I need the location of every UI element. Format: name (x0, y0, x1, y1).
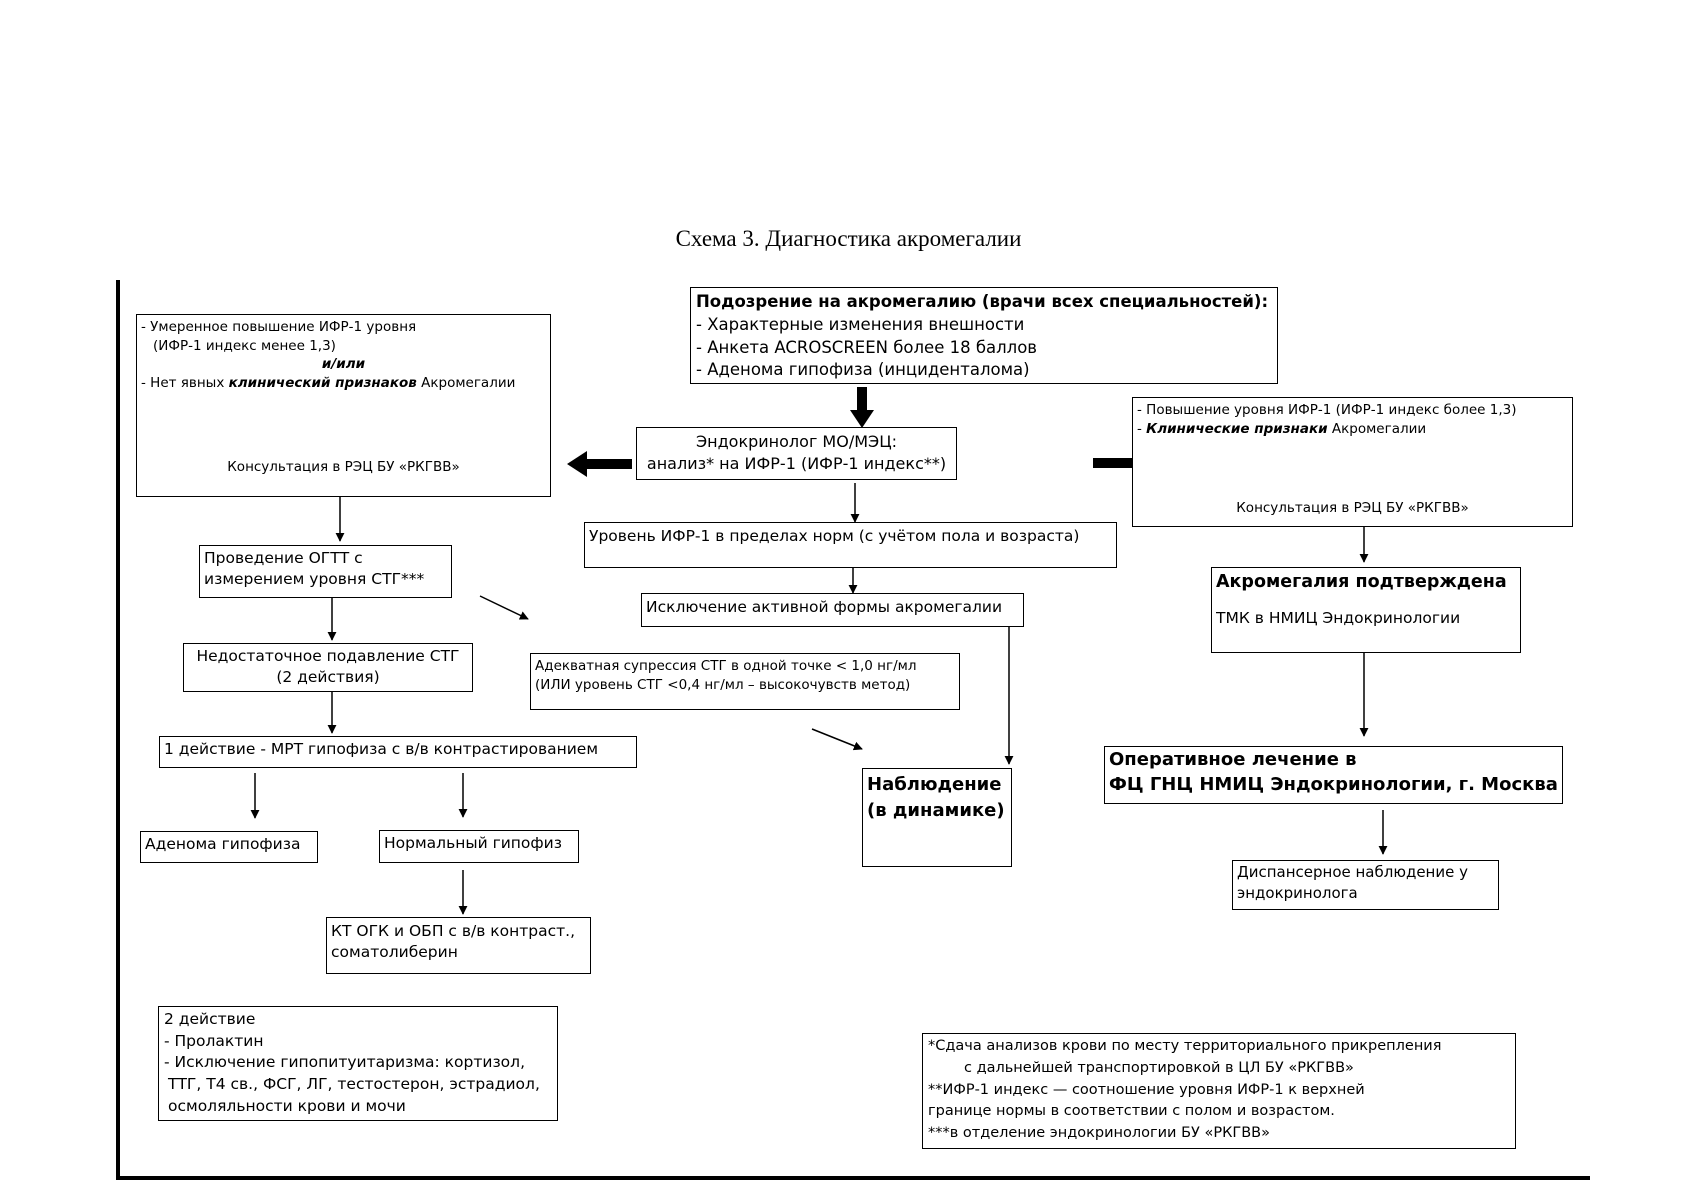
insufficient-line1: Недостаточное подавление СТГ (196, 647, 460, 665)
ct-line2: соматолиберин (331, 943, 458, 962)
adequate-suppression-box: Адекватная супрессия СТГ в одной точке <… (530, 653, 960, 710)
normal-igf-box: Уровень ИФР-1 в пределах норм (с учётом … (584, 522, 1117, 568)
normal-pituitary-text: Нормальный гипофиз (384, 834, 562, 852)
arrow-adequate-to-observation (811, 728, 863, 751)
adenoma-box: Аденома гипофиза (140, 831, 318, 863)
elevated-line2-suffix: Акромегалии (1327, 420, 1427, 437)
exclusion-text: Исключение активной формы акромегалии (646, 598, 1003, 616)
adequate-line1: Адекватная супрессия СТГ в одной точке <… (535, 658, 917, 674)
action2-header: 2 действие (164, 1010, 256, 1028)
action2-box: 2 действие - Пролактин - Исключение гипо… (158, 1006, 558, 1121)
moderate-line4-suffix: Акромегалии (416, 374, 516, 391)
elevated-line2-italic: Клинические признаки (1146, 420, 1328, 437)
suspicion-item: - Анкета ACROSCREEN более 18 баллов (696, 337, 1038, 357)
observation-line1: Наблюдение (867, 774, 1002, 795)
elevated-line2-prefix: - (1137, 420, 1147, 437)
moderate-line1: - Умеренное повышение ИФР-1 уровня (141, 319, 417, 335)
surgery-line2: ФЦ ГНЦ НМИЦ Эндокринологии, г. Москва (1109, 773, 1558, 795)
arrow-suspicion-to-endocrinologist (850, 387, 874, 428)
surgery-box: Оперативное лечение в ФЦ ГНЦ НМИЦ Эндокр… (1104, 746, 1563, 804)
ct-box: КТ ОГК и ОБП с в/в контраст., соматолибе… (326, 917, 591, 974)
dispensary-line2: эндокринолога (1237, 883, 1358, 902)
arrow-endocrinologist-to-left (567, 451, 632, 477)
suspicion-box: Подозрение на акромегалию (врачи всех сп… (690, 287, 1278, 384)
elevated-line2: - Клинические признаки Акромегалии (1137, 420, 1568, 439)
action1-text: 1 действие - МРТ гипофиза с в/в контраст… (164, 740, 599, 758)
normal-igf-text: Уровень ИФР-1 в пределах норм (с учётом … (589, 527, 1080, 545)
endocrinologist-box: Эндокринолог МО/МЭЦ: анализ* на ИФР-1 (И… (636, 427, 957, 480)
suspicion-item: - Характерные изменения внешности (696, 314, 1025, 334)
elevated-consult: Консультация в РЭЦ БУ «РКГВВ» (1236, 500, 1469, 516)
endocrinologist-line2: анализ* на ИФР-1 (ИФР-1 индекс**) (646, 454, 947, 474)
ogtt-line2: измерением уровня СТГ*** (204, 570, 425, 589)
action2-item: - Пролактин (164, 1031, 264, 1050)
moderate-line4-prefix: - Нет явных (141, 374, 229, 391)
dispensary-line1: Диспансерное наблюдение у (1237, 863, 1468, 881)
insufficient-suppression-box: Недостаточное подавление СТГ (2 действия… (183, 643, 473, 692)
footnote-1: *Сдача анализов крови по месту территори… (928, 1038, 1442, 1054)
exclusion-box: Исключение активной формы акромегалии (641, 593, 1024, 627)
footnotes-box: *Сдача анализов крови по месту территори… (922, 1033, 1516, 1149)
confirmed-line2: ТМК в НМИЦ Эндокринологии (1216, 609, 1461, 628)
observation-line2: (в динамике) (867, 800, 1005, 822)
normal-pituitary-box: Нормальный гипофиз (379, 830, 579, 863)
moderate-consult: Консультация в РЭЦ БУ «РКГВВ» (227, 459, 460, 475)
footnote-2: **ИФР-1 индекс — соотношение уровня ИФР-… (928, 1081, 1365, 1098)
diagram-title: Схема 3. Диагностика акромегалии (675, 226, 1022, 251)
suspicion-header: Подозрение на акромегалию (врачи всех сп… (696, 292, 1269, 311)
adenoma-text: Аденома гипофиза (145, 835, 301, 853)
suspicion-item: - Аденома гипофиза (инциденталома) (696, 360, 1030, 380)
footnote-2-cont: границе нормы в соответствии с полом и в… (928, 1103, 1335, 1120)
moderate-line2: (ИФР-1 индекс менее 1,3) (153, 337, 336, 354)
footnote-1-cont: с дальнейшей транспортировкой в ЦЛ БУ «Р… (964, 1059, 1354, 1076)
dispensary-box: Диспансерное наблюдение у эндокринолога (1232, 860, 1499, 910)
acromegaly-confirmed-box: Акромегалия подтверждена ТМК в НМИЦ Эндо… (1211, 567, 1521, 653)
ogtt-box: Проведение ОГТТ с измерением уровня СТГ*… (199, 545, 452, 598)
ct-line1: КТ ОГК и ОБП с в/в контраст., (331, 922, 576, 940)
footnote-3: ***в отделение эндокринологии БУ «РКГВВ» (928, 1125, 1270, 1141)
moderate-elevation-box: - Умеренное повышение ИФР-1 уровня (ИФР-… (136, 314, 551, 497)
elevated-line1: - Повышение уровня ИФР-1 (ИФР-1 индекс б… (1137, 402, 1517, 418)
action1-box: 1 действие - МРТ гипофиза с в/в контраст… (159, 736, 637, 768)
action2-item: ТТГ, Т4 св., ФСГ, ЛГ, тестостерон, эстра… (168, 1075, 540, 1094)
insufficient-line2: (2 действия) (276, 668, 380, 687)
action2-item: осмоляльности крови и мочи (168, 1096, 406, 1115)
moderate-line4: - Нет явных клинический признаков Акроме… (141, 374, 546, 393)
confirmed-line1: Акромегалия подтверждена (1216, 572, 1507, 592)
action2-item: - Исключение гипопитуитаризма: кортизол, (164, 1053, 526, 1072)
elevated-igf-box: - Повышение уровня ИФР-1 (ИФР-1 индекс б… (1132, 397, 1573, 527)
surgery-line1: Оперативное лечение в (1109, 749, 1357, 770)
moderate-andor: и/или (321, 356, 366, 373)
endocrinologist-line1: Эндокринолог МО/МЭЦ: (695, 432, 898, 451)
adequate-line2: (ИЛИ уровень СТГ <0,4 нг/мл – высокочувс… (535, 676, 911, 693)
ogtt-line1: Проведение ОГТТ с (204, 549, 363, 567)
observation-box: Наблюдение (в динамике) (862, 768, 1012, 867)
moderate-line4-italic: клинический признаков (228, 374, 417, 391)
arrow-ogtt-to-adequate (479, 595, 529, 620)
